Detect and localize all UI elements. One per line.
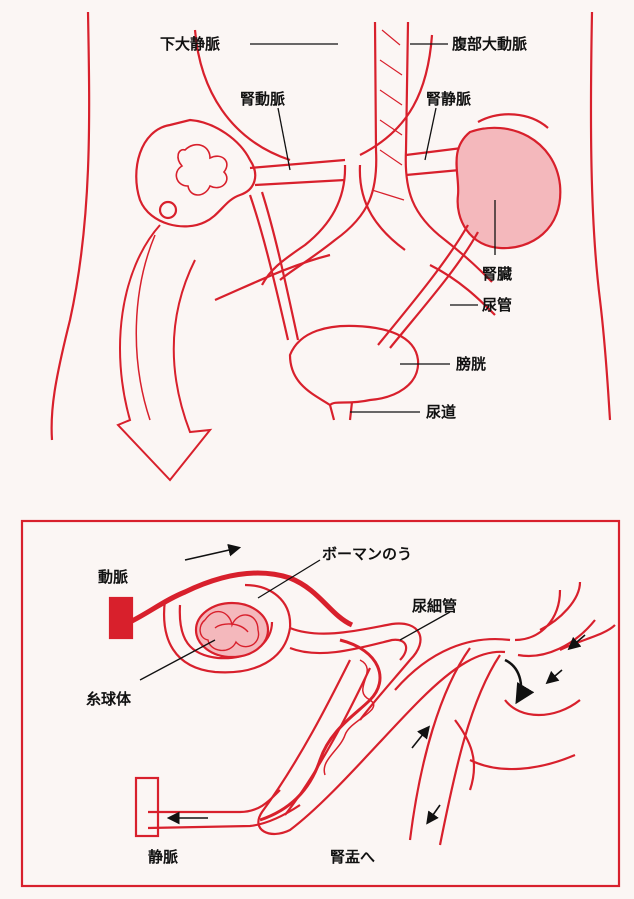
right-kidney	[457, 128, 561, 248]
arrow-branch-2	[548, 670, 562, 682]
body-inner-right	[360, 35, 432, 155]
label-renal-artery: 腎動脈	[240, 90, 285, 108]
renal-vessels-left	[250, 160, 345, 185]
urethra	[330, 402, 352, 420]
label-ureter: 尿管	[482, 296, 512, 314]
leader-tubule	[400, 612, 450, 640]
loop-of-henle	[258, 639, 510, 834]
label-renal-tubule: 尿細管	[412, 597, 457, 615]
left-kidney-calyces	[176, 145, 227, 195]
glomerulus	[196, 603, 268, 657]
label-urethra: 尿道	[426, 403, 456, 421]
left-kidney-pelvis	[160, 202, 176, 218]
collecting-duct	[410, 648, 500, 845]
label-kidney: 腎臓	[482, 265, 512, 283]
arrow-bend	[505, 660, 521, 700]
body-outline-left	[52, 12, 90, 440]
label-renal-vein: 腎静脈	[426, 90, 471, 108]
collecting-branches	[455, 582, 615, 790]
arrow-artery-flow	[185, 548, 238, 560]
left-ureter	[250, 192, 298, 340]
arrow-tubule-up	[412, 728, 428, 748]
proximal-tubule	[290, 623, 420, 720]
label-to-renal-pelvis: 腎盂へ	[330, 848, 375, 866]
nephron	[110, 573, 615, 845]
upper-figure	[52, 12, 610, 480]
flow-arrow-inner	[136, 235, 155, 420]
right-adrenal	[478, 114, 548, 128]
leader-renal-artery	[278, 108, 290, 170]
label-glomerulus: 糸球体	[86, 690, 131, 708]
artery-stub	[110, 598, 132, 638]
efferent-vein	[148, 790, 300, 828]
body-outline-right	[591, 12, 610, 420]
renal-vessels-right	[406, 148, 462, 175]
left-kidney	[136, 120, 255, 226]
label-inferior-vena-cava: 下大静脈	[160, 35, 220, 53]
label-artery: 動脈	[98, 568, 128, 586]
label-bowman-capsule: ボーマンのう	[322, 545, 412, 563]
leader-glomerulus	[140, 640, 215, 680]
label-vein: 静脈	[148, 848, 178, 866]
label-abdominal-aorta: 腹部大動脈	[452, 35, 527, 53]
label-bladder: 膀胱	[456, 355, 486, 373]
flow-arrow-outer	[118, 225, 210, 480]
arrow-tubule-down	[428, 805, 440, 822]
